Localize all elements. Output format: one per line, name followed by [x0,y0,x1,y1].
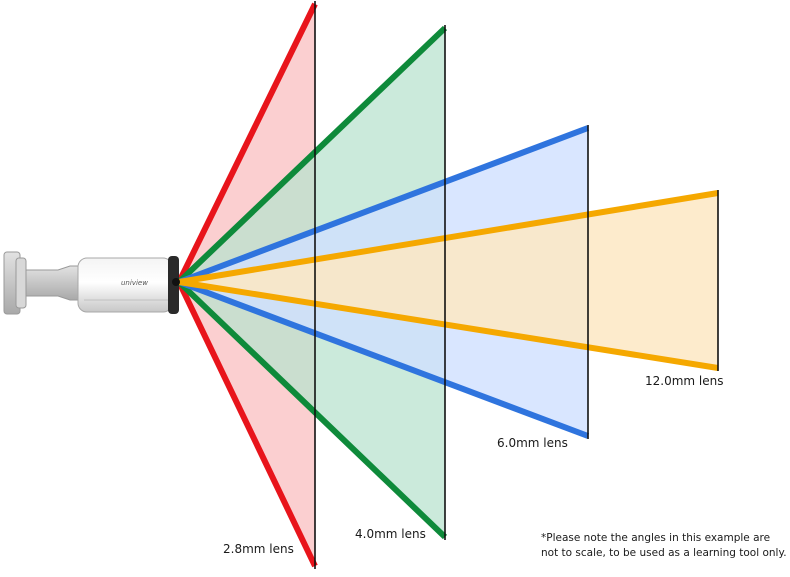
view-cone-12-0mm [179,193,718,368]
camera-illustration: uniview [3,251,180,315]
view-cones [176,2,719,568]
view-edge-12-0mm-bottom [178,279,719,371]
view-edge-2-8mm-top [176,2,318,284]
lens-label-4-0mm: 4.0mm lens [355,527,426,541]
lens-label-2-8mm: 2.8mm lens [223,542,294,556]
view-edge-2-8mm-bottom [176,280,318,568]
view-edge-4-0mm-top [176,25,448,285]
camera-lens [172,278,180,286]
note-line-2: not to scale, to be used as a learning t… [541,547,787,559]
lens-labels: 2.8mm lens 4.0mm lens 6.0mm lens 12.0mm … [223,374,724,556]
lens-label-12-0mm: 12.0mm lens [645,374,724,388]
view-edge-6-0mm-top [177,125,590,285]
note-line-1: *Please note the angles in this example … [541,532,770,544]
view-edge-12-0mm-top [178,190,719,285]
view-end-lines [314,1,719,569]
lens-label-6-0mm: 6.0mm lens [497,436,568,450]
camera-bracket [25,265,85,301]
camera-brand-logo: uniview [121,279,148,287]
view-edge-6-0mm-bottom [177,279,590,439]
disclaimer-note: *Please note the angles in this example … [541,532,787,559]
camera-plate-rim [15,257,27,309]
view-edge-4-0mm-bottom [176,279,448,540]
